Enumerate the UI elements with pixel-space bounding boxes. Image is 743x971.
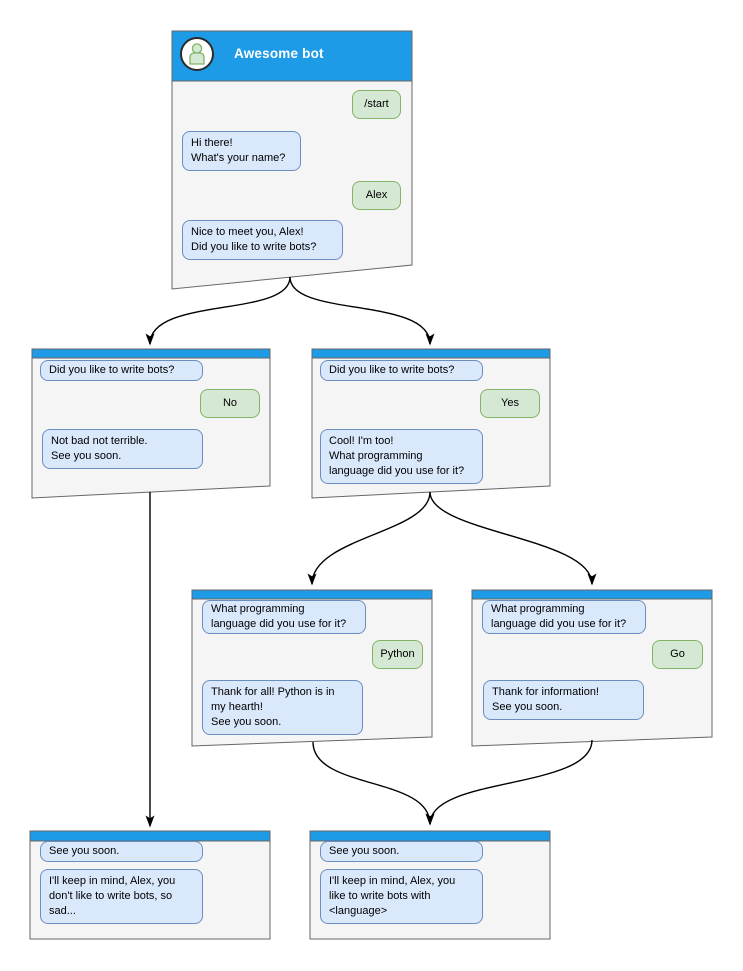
bot-message-bubble-end-yes-reply: I'll keep in mind, Alex, you like to wri…	[320, 869, 483, 924]
main-window-title: Awesome bot	[234, 46, 324, 61]
bot-message-bubble-python-reply: Thank for all! Python is in my hearth! S…	[202, 680, 363, 735]
bot-message-bubble-see-you: See you soon.	[320, 841, 483, 862]
bot-message-bubble-language-question: What programming language did you use fo…	[202, 600, 366, 634]
user-message-bubble-name: Alex	[352, 181, 401, 210]
bot-message-bubble-end-no-reply: I'll keep in mind, Alex, you don't like …	[40, 869, 203, 924]
user-message-bubble-go: Go	[652, 640, 703, 669]
arrow-yes-to-python	[307, 491, 431, 586]
yes-window-titlebar	[311, 348, 551, 359]
bot-message-bubble-see-you: See you soon.	[40, 841, 203, 862]
bot-message-bubble-yes-reply: Cool! I'm too! What programming language…	[320, 429, 483, 484]
no-window-titlebar	[31, 348, 271, 359]
user-message-bubble-start: /start	[352, 90, 401, 119]
end-yes-window-titlebar	[309, 830, 551, 842]
bot-message-bubble-question: Did you like to write bots?	[320, 360, 483, 381]
end-no-window-titlebar	[29, 830, 271, 842]
bot-message-bubble-question: Did you like to write bots?	[40, 360, 203, 381]
arrow-main-to-no	[145, 276, 291, 346]
bot-message-bubble-greeting: Hi there! What's your name?	[182, 131, 301, 171]
go-window-titlebar	[471, 589, 713, 600]
bot-message-bubble-language-question: What programming language did you use fo…	[482, 600, 646, 634]
bot-message-bubble-nice-to-meet: Nice to meet you, Alex! Did you like to …	[182, 220, 343, 260]
arrow-go-to-end	[425, 739, 593, 826]
bot-avatar	[180, 37, 214, 71]
python-window-titlebar	[191, 589, 433, 600]
arrow-main-to-yes	[289, 276, 435, 346]
user-message-bubble-python: Python	[372, 640, 423, 669]
bot-message-bubble-no-reply: Not bad not terrible. See you soon.	[42, 429, 203, 469]
arrow-python-to-end	[312, 741, 435, 826]
arrow-yes-to-go	[429, 491, 597, 586]
bot-message-bubble-go-reply: Thank for information! See you soon.	[483, 680, 644, 720]
user-message-bubble-yes: Yes	[480, 389, 540, 418]
user-message-bubble-no: No	[200, 389, 260, 418]
person-icon-body	[189, 52, 205, 65]
person-icon	[191, 43, 203, 54]
